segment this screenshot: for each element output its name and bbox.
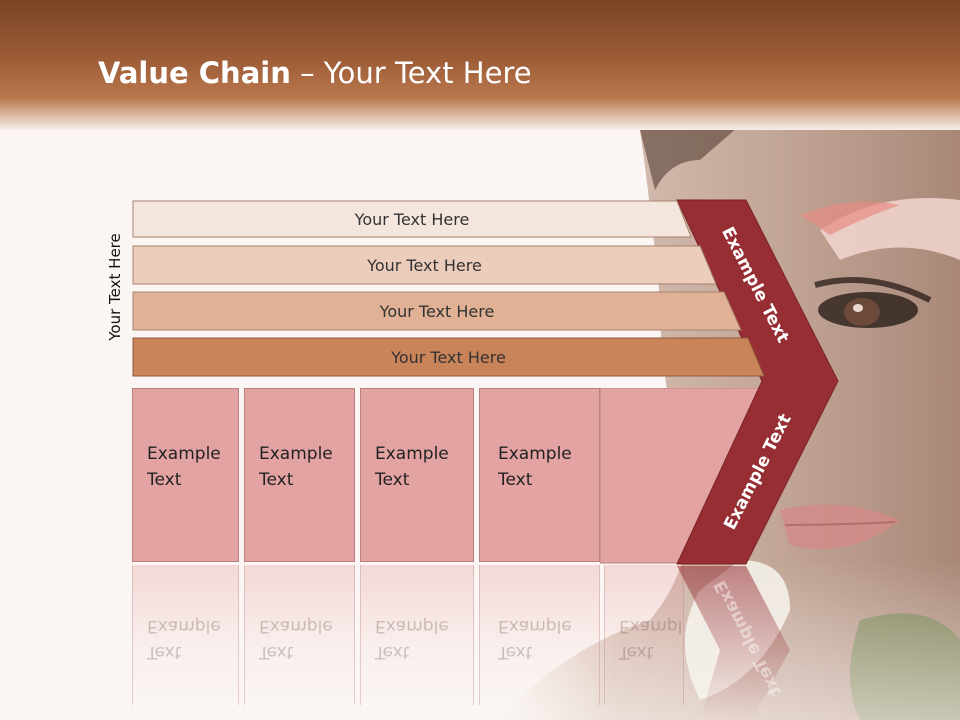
box-line-1: Example xyxy=(147,444,221,464)
box-line-1: Example xyxy=(498,444,572,464)
box-line-1: Example xyxy=(259,444,333,464)
value-bar-4: Your Text Here xyxy=(132,337,765,377)
box-line-2: Text xyxy=(259,470,294,490)
box-line-2: Text xyxy=(498,470,533,490)
value-bar-label: Your Text Here xyxy=(391,347,506,367)
value-bar-3: Your Text Here xyxy=(132,291,742,331)
value-bar-label: Your Text Here xyxy=(379,301,495,321)
value-bar-2: Your Text Here xyxy=(132,245,717,285)
page-title: Value Chain – Your Text Here xyxy=(98,56,532,90)
value-bar-1: Your Text Here xyxy=(132,200,692,238)
box-line-2: Text xyxy=(147,470,182,490)
box-line-1: Example xyxy=(375,444,449,464)
value-bar-label: Your Text Here xyxy=(354,209,470,229)
box-line-2: Text xyxy=(375,470,410,490)
value-bar-label: Your Text Here xyxy=(367,255,482,275)
header-band xyxy=(0,0,960,130)
